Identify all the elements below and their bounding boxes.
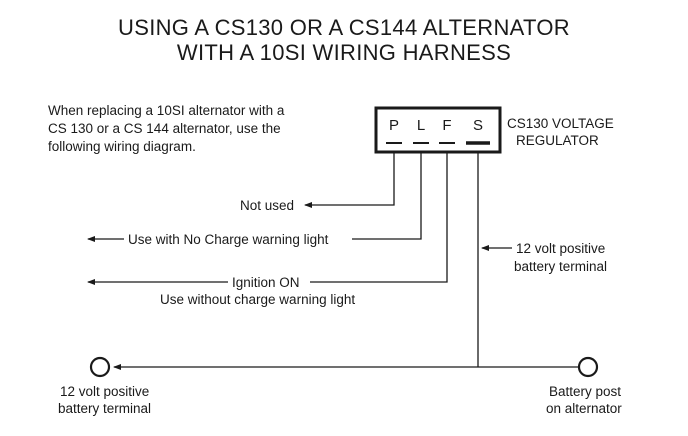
regulator-label-line-2: REGULATOR: [516, 133, 599, 148]
right-terminal-label-line-2: on alternator: [546, 401, 622, 416]
intro-line-3: following wiring diagram.: [48, 139, 196, 154]
diagram-title-line-1: USING A CS130 OR A CS144 ALTERNATOR: [118, 15, 570, 40]
s-wire-label-line-1: 12 volt positive: [516, 241, 606, 256]
regulator-label-line-1: CS130 VOLTAGE: [507, 116, 614, 131]
l-wire-label: Use with No Charge warning light: [128, 232, 329, 247]
f-wire-label-line-2: Use without charge warning light: [160, 292, 356, 307]
left-battery-terminal-icon: [89, 356, 111, 378]
intro-line-1: When replacing a 10SI alternator with a: [48, 103, 285, 118]
f-wire: [310, 152, 448, 283]
left-terminal-label-line-2: battery terminal: [58, 401, 152, 416]
f-wire-label-line-1: Ignition ON: [232, 275, 300, 290]
intro-text: When replacing a 10SI alternator with a …: [48, 102, 284, 156]
pin-f-label: F: [442, 117, 452, 134]
left-terminal-label-line-1: 12 volt positive: [60, 384, 150, 399]
l-wire: [352, 152, 422, 240]
pin-s-label: S: [472, 117, 483, 134]
s-wire-label-line-2: battery terminal: [514, 259, 608, 274]
right-terminal-label-line-1: Battery post: [549, 384, 622, 399]
regulator-connector-box: [374, 106, 502, 154]
p-wire: [304, 152, 395, 208]
intro-line-2: CS 130 or a CS 144 alternator, use the: [48, 121, 281, 136]
pin-l-label: L: [416, 117, 426, 134]
p-wire-label: Not used: [240, 198, 295, 213]
diagram-title-line-2: WITH A 10SI WIRING HARNESS: [176, 40, 512, 65]
right-battery-post-icon: [577, 356, 599, 378]
pin-p-label: P: [388, 117, 399, 134]
